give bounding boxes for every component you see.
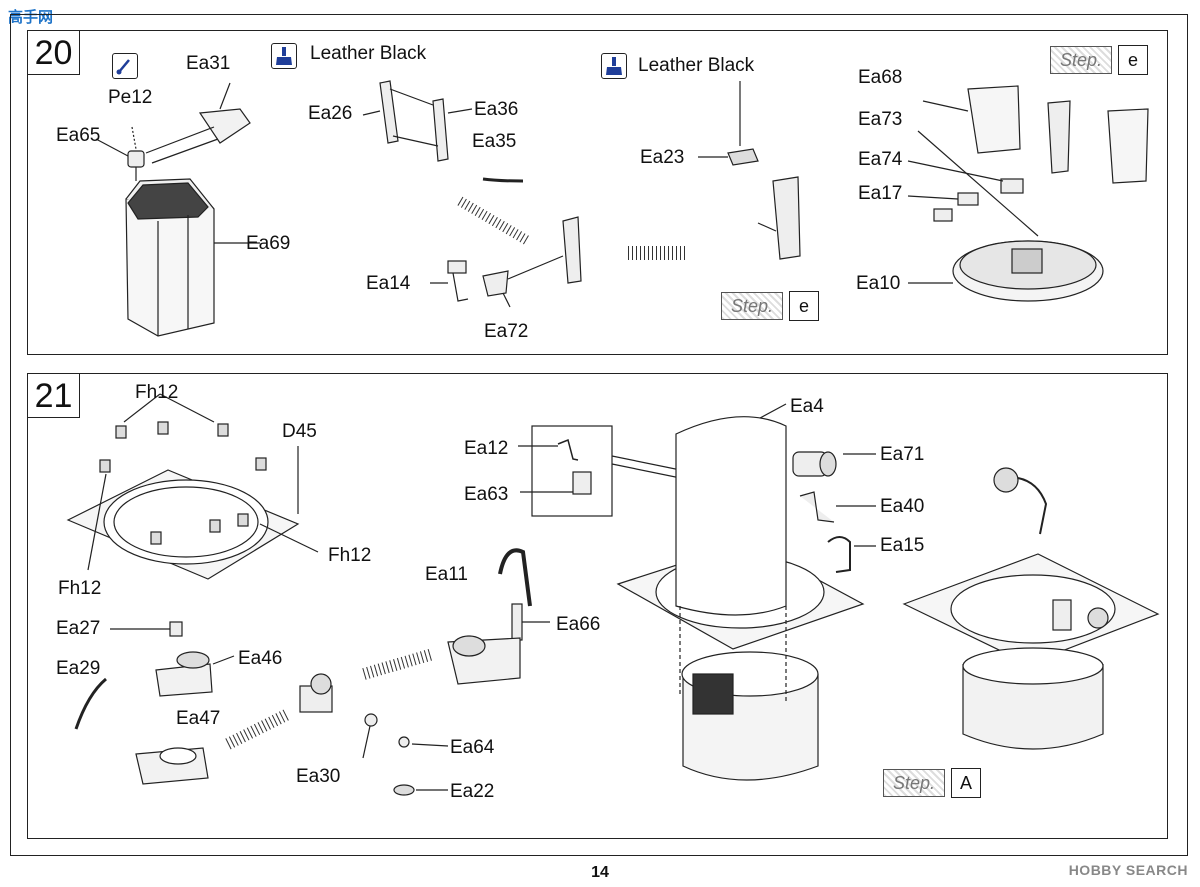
step-word: Step. (883, 769, 945, 797)
detail-callout-box (531, 425, 613, 517)
label-ea46: Ea46 (238, 648, 283, 669)
step-21-panel: 21 (27, 373, 1168, 839)
site-watermark: 高手网 (8, 9, 54, 26)
hobbysearch-logo: HOBBY SEARCH (1068, 862, 1188, 878)
label-fh12-left: Fh12 (58, 578, 102, 599)
label-ea74: Ea74 (858, 149, 903, 170)
step-letter: A (951, 768, 981, 798)
paint-brush-icon (601, 53, 627, 79)
seat-bin-drawing (125, 178, 215, 337)
label-ea11: Ea11 (425, 564, 468, 585)
lever-assembly-drawing (447, 216, 582, 302)
paint-brush-icon (271, 43, 297, 69)
traverse-motor-drawing (74, 621, 213, 785)
label-pe12: Pe12 (108, 87, 153, 108)
seat-frame-drawing (379, 80, 449, 162)
periscope-drive-drawing (447, 548, 532, 685)
label-ea29: Ea29 (56, 658, 101, 679)
label-ea27: Ea27 (56, 618, 101, 639)
label-ea15: Ea15 (880, 535, 925, 556)
label-ea72: Ea72 (484, 321, 529, 342)
label-fh12-top: Fh12 (135, 382, 179, 403)
step-word: Step. (1050, 46, 1112, 74)
label-ea31: Ea31 (186, 53, 231, 74)
step-reference-tag: Step. A (883, 768, 981, 798)
label-fh12-right: Fh12 (328, 545, 372, 566)
step-number: 21 (28, 374, 80, 418)
instruction-sheet (10, 14, 1188, 856)
assembled-turret-drawing (902, 467, 1160, 750)
label-ea64: Ea64 (450, 737, 495, 758)
step-21-drawings (66, 393, 1160, 796)
label-ea73: Ea73 (858, 109, 903, 130)
label-ea10: Ea10 (856, 273, 901, 294)
label-ea12: Ea12 (464, 438, 509, 459)
label-ea66: Ea66 (556, 614, 601, 635)
step-reference-tag: Step. e (1050, 45, 1148, 75)
step-letter: e (1118, 45, 1148, 75)
label-ea36: Ea36 (474, 99, 519, 120)
turret-basket-drawing (616, 416, 865, 781)
label-ea22: Ea22 (450, 781, 495, 802)
turret-ring-plate-drawing (66, 421, 300, 580)
paint-brush-icon (112, 53, 138, 79)
hand-crank-drawing (225, 648, 435, 796)
cushion-drawing (145, 108, 251, 164)
label-ea71: Ea71 (880, 444, 925, 465)
step-letter: e (789, 291, 819, 321)
paint-instruction-left: Leather Black (310, 43, 427, 64)
turret-floor-drawing (907, 85, 1149, 302)
label-ea47: Ea47 (176, 708, 221, 729)
step-20-panel: 20 (27, 30, 1168, 355)
label-ea17: Ea17 (858, 183, 903, 204)
label-d45: D45 (282, 421, 317, 442)
seat-assembly-drawing (727, 81, 801, 260)
step-reference-tag: Step. e (721, 291, 819, 321)
pin-drawing (482, 177, 524, 183)
label-ea69: Ea69 (246, 233, 291, 254)
step-number: 20 (28, 31, 80, 75)
label-ea23: Ea23 (640, 147, 685, 168)
label-ea65: Ea65 (56, 125, 101, 146)
label-ea35: Ea35 (472, 131, 517, 152)
label-ea40: Ea40 (880, 496, 925, 517)
turret-fittings-drawing (759, 403, 876, 573)
paint-instruction-right: Leather Black (638, 55, 755, 76)
step-20-drawings (95, 80, 1149, 337)
label-ea63: Ea63 (464, 484, 509, 505)
seat-mount-drawing (127, 126, 145, 181)
label-ea26: Ea26 (308, 103, 353, 124)
label-ea14: Ea14 (366, 273, 411, 294)
step-word: Step. (721, 292, 783, 320)
label-ea30: Ea30 (296, 766, 341, 787)
label-ea68: Ea68 (858, 67, 903, 88)
label-ea4: Ea4 (790, 396, 824, 417)
page-number: 14 (591, 864, 609, 881)
